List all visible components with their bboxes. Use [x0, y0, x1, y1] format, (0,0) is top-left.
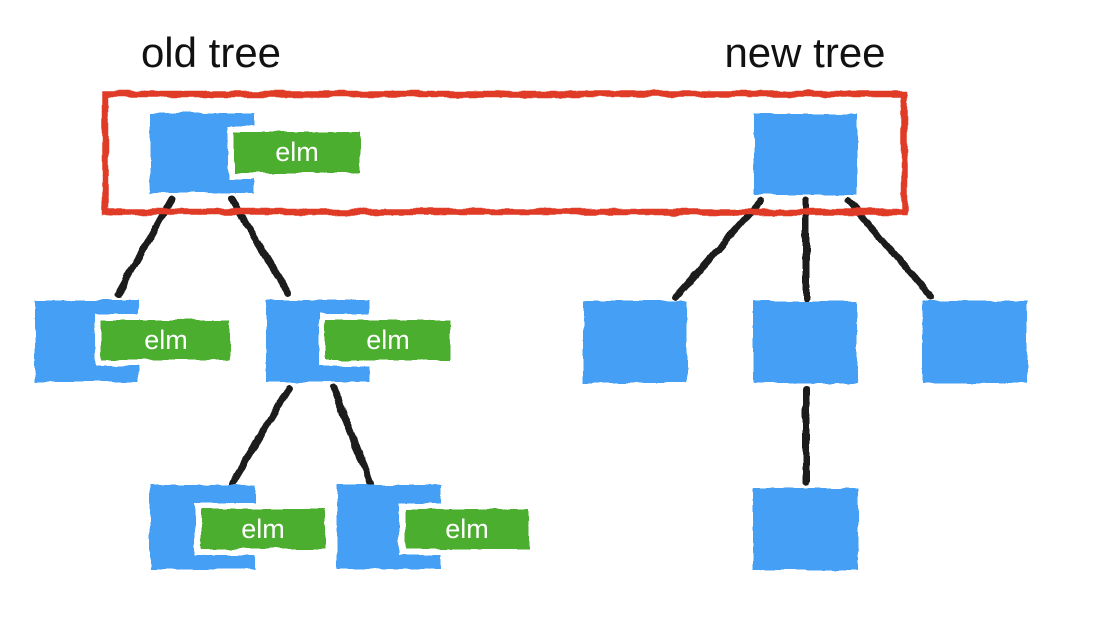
root-diff-highlight-box — [101, 90, 908, 216]
new-left-child-node-box — [583, 301, 687, 383]
edge-old-right-child-to-right-grandchild — [330, 384, 374, 488]
old-tree-title: old tree — [141, 29, 281, 76]
old-right-child-elm-tag — [319, 314, 456, 366]
edge-new-root-to-right-child — [844, 197, 935, 301]
new-center-child-node-box — [753, 301, 857, 383]
edge-old-right-child-to-left-grandchild — [228, 384, 293, 488]
old-right-grandchild-elm-label: elm — [445, 514, 489, 544]
new-grandchild-node-box — [753, 488, 858, 570]
old-left-grandchild-elm-label: elm — [241, 514, 285, 544]
old-right-grandchild-elm-tag — [399, 503, 535, 555]
new-root-node-box — [754, 114, 857, 195]
old-root-elm-label: elm — [275, 137, 319, 167]
new-tree-title: new tree — [724, 29, 885, 76]
edge-new-root-to-left-child — [672, 197, 765, 301]
old-left-child-elm-label: elm — [144, 325, 188, 355]
old-left-grandchild-elm-tag — [195, 503, 331, 555]
old-root-elm-tag — [228, 126, 366, 179]
old-right-child-elm-label: elm — [366, 325, 410, 355]
new-right-child-node-box — [923, 301, 1027, 383]
old-left-child-elm-tag — [95, 314, 236, 366]
